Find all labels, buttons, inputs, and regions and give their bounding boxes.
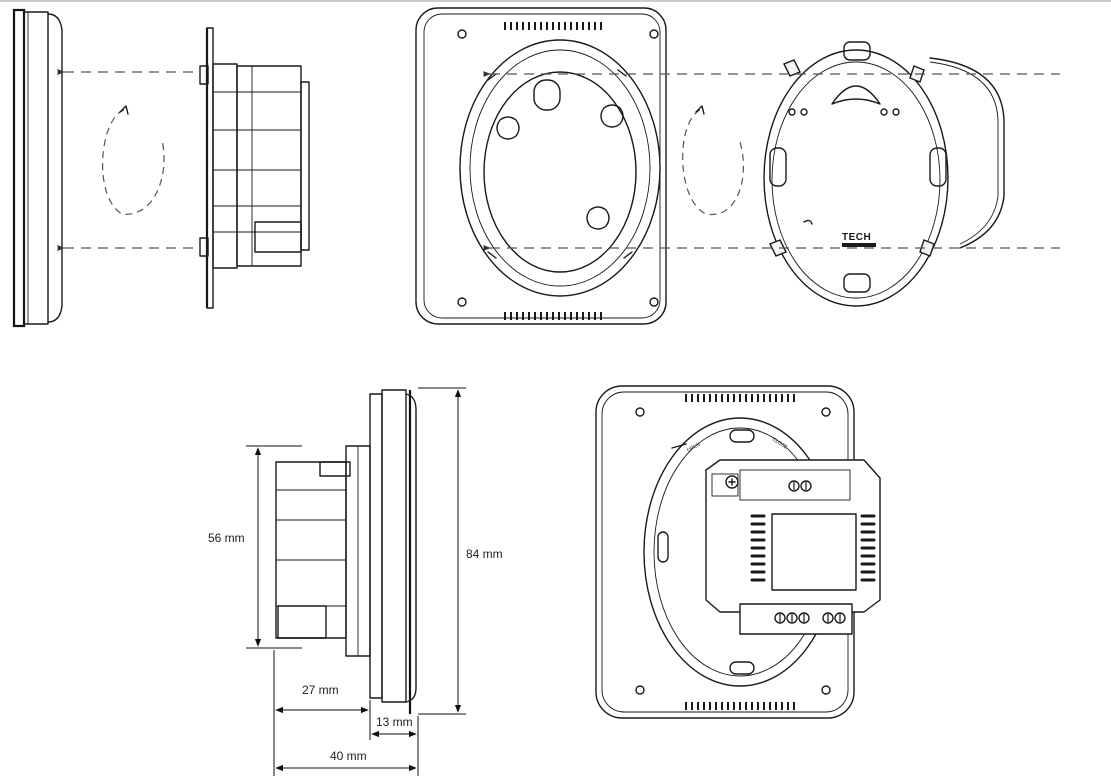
ring-open-label: OPEN	[686, 442, 702, 454]
dim-40mm-label: 40 mm	[330, 749, 367, 763]
front-panel-side-view	[12, 8, 63, 328]
dim-56mm-label: 56 mm	[208, 531, 245, 545]
alignment-lines	[57, 69, 1060, 251]
dim-84mm: 84 mm	[418, 387, 503, 715]
rotation-arrow-right	[682, 105, 744, 216]
dim-27mm: 27 mm	[273, 650, 371, 776]
mounting-plate-side-view	[199, 27, 310, 309]
controller-module	[705, 459, 881, 635]
dim-13mm-label: 13 mm	[376, 715, 413, 729]
dim-27mm-label: 27 mm	[302, 683, 339, 697]
dim-13mm: 13 mm	[371, 715, 419, 776]
terminal-screws-top	[788, 480, 812, 492]
brand-logo: TECH	[842, 232, 871, 243]
ring-close-label: CLOSE	[771, 437, 789, 451]
front-frame-view	[415, 7, 667, 325]
frame-vent-bottom	[504, 312, 602, 320]
assembled-back-view: OPEN CLOSE	[595, 385, 881, 719]
module-vent-left	[750, 514, 766, 582]
back-vent-top	[685, 394, 795, 402]
module-vent-right	[860, 514, 876, 582]
side-view-dimensioned	[275, 389, 417, 714]
frame-vent-top	[504, 22, 602, 30]
dim-84mm-label: 84 mm	[466, 547, 503, 561]
terminal-screws-bottom	[774, 612, 846, 624]
rotation-arrow-left	[102, 105, 165, 215]
dim-56mm: 56 mm	[208, 445, 302, 649]
back-vent-bottom	[685, 702, 795, 710]
wall-box-view: TECH	[763, 41, 1005, 307]
dim-40mm: 40 mm	[275, 749, 417, 772]
